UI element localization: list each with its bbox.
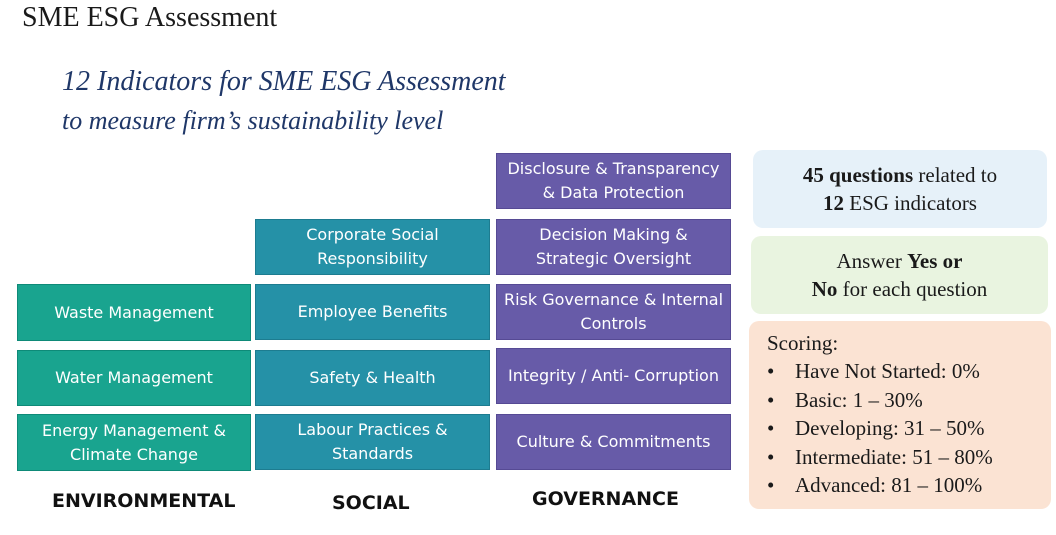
indicator-disclosure-transparency: Disclosure & Transparency & Data Protect… (496, 153, 731, 209)
indicator-water-management: Water Management (17, 350, 251, 406)
scoring-level-item: • Basic: 1 – 30% (767, 386, 1051, 415)
questions-line-1-text: related to (913, 163, 998, 187)
bullet-icon: • (767, 473, 775, 497)
indicator-risk-governance: Risk Governance & Internal Controls (496, 284, 731, 340)
scoring-heading: Scoring: (767, 331, 839, 355)
indicator-energy-management: Energy Management & Climate Change (17, 414, 251, 471)
indicator-integrity-anti-corruption: Integrity / Anti- Corruption (496, 348, 731, 404)
column-label-environmental: ENVIRONMENTAL (52, 490, 236, 512)
bullet-icon: • (767, 387, 775, 412)
indicator-employee-benefits: Employee Benefits (255, 284, 490, 340)
answer-info-box: Answer Yes or No for each question (751, 236, 1048, 314)
scoring-level-item: • Intermediate: 51 – 80% (767, 443, 1051, 472)
scoring-level-text: Basic: 1 – 30% (795, 387, 923, 412)
indicator-decision-making: Decision Making & Strategic Oversight (496, 219, 731, 275)
scoring-level-item: • Advanced: 81 – 100% (767, 471, 1051, 500)
scoring-level-item: • Have Not Started: 0% (767, 357, 1051, 386)
column-label-governance: GOVERNANCE (532, 488, 679, 510)
scoring-level-item: • Developing: 31 – 50% (767, 414, 1051, 443)
indicator-count: 12 (823, 191, 844, 215)
indicator-corporate-social-responsibility: Corporate Social Responsibility (255, 219, 490, 275)
answer-line-2: No for each question (812, 275, 988, 303)
questions-line-1: 45 questions related to (803, 161, 997, 189)
indicator-labour-practices: Labour Practices & Standards (255, 414, 490, 470)
indicator-culture-commitments: Culture & Commitments (496, 414, 731, 470)
bullet-icon: • (767, 416, 775, 440)
page-title: SME ESG Assessment (22, 2, 278, 33)
indicator-waste-management: Waste Management (17, 284, 251, 341)
subtitle-line-1: 12 Indicators for SME ESG Assessment (62, 66, 506, 97)
answer-no: No (811, 277, 838, 301)
scoring-level-text: Developing: 31 – 50% (795, 416, 985, 440)
scoring-levels-list: • Have Not Started: 0% • Basic: 1 – 30% • D… (767, 357, 1051, 500)
scoring-level-text: Intermediate: 51 – 80% (795, 444, 993, 469)
column-label-social: SOCIAL (332, 492, 410, 514)
answer-suffix: for each question (837, 277, 988, 301)
questions-line-2: 12 ESG indicators (823, 189, 977, 217)
questions-line-2-text: ESG indicators (844, 191, 977, 215)
indicator-safety-health: Safety & Health (255, 350, 490, 406)
scoring-level-text: Have Not Started: 0% (795, 359, 980, 383)
scoring-level-text: Advanced: 81 – 100% (795, 473, 983, 497)
answer-yes-or: Yes or (907, 249, 963, 273)
scoring-info-box: Scoring: • Have Not Started: 0% • Basic: 1… (749, 321, 1051, 509)
questions-count: 45 questions (802, 163, 914, 187)
bullet-icon: • (767, 444, 775, 469)
subtitle-line-2: to measure firm’s sustainability level (62, 106, 444, 135)
questions-info-box: 45 questions related to 12 ESG indicator… (753, 150, 1047, 228)
bullet-icon: • (767, 359, 775, 383)
answer-line-1: Answer Yes or (837, 247, 963, 275)
answer-prefix: Answer (836, 249, 908, 273)
